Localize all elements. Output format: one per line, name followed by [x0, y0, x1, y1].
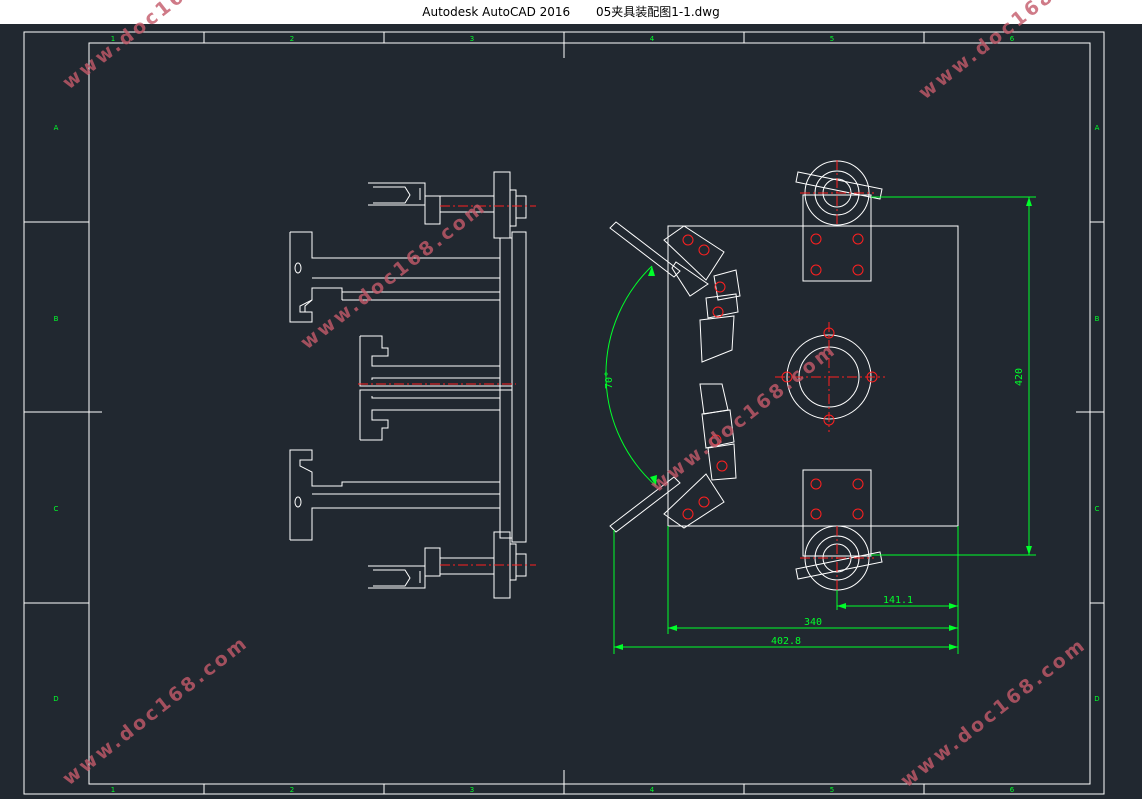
dimension-lines [605, 196, 1036, 654]
col-label: 2 [290, 786, 294, 794]
row-label: A [1095, 124, 1100, 132]
col-label: 6 [1010, 35, 1015, 43]
dim-width-total: 402.8 [771, 636, 801, 647]
col-label: 6 [1010, 786, 1015, 794]
column-labels-top: 1 2 3 4 5 6 [111, 35, 1015, 43]
row-labels-right: A B C D [1094, 124, 1099, 703]
dim-angle: 70° [604, 371, 615, 389]
bolt-holes [682, 233, 878, 520]
file-name: 05夹具装配图1-1.dwg [596, 5, 720, 19]
row-label: B [1095, 315, 1100, 323]
row-label: B [54, 315, 59, 323]
row-labels-left: A B C D [53, 124, 58, 703]
side-view-centerlines [358, 205, 536, 566]
col-label: 5 [830, 35, 834, 43]
dim-height: 420 [1014, 368, 1025, 386]
dim-width-inner: 340 [804, 617, 822, 628]
dimension-texts: 70° 420 141.1 340 402.8 [604, 368, 1025, 647]
col-label: 2 [290, 35, 294, 43]
plan-view-centerlines [775, 160, 885, 592]
dimension-arrows [614, 197, 1032, 650]
col-label: 4 [650, 786, 655, 794]
row-label: C [54, 505, 59, 513]
drawing-frame [23, 31, 1105, 795]
col-label: 1 [111, 786, 115, 794]
row-label: C [1095, 505, 1100, 513]
column-labels-bottom: 1 2 3 4 5 6 [111, 786, 1015, 794]
row-label: D [1094, 695, 1099, 703]
title-bar: Autodesk AutoCAD 2016 05夹具装配图1-1.dwg [0, 0, 1142, 24]
col-label: 1 [111, 35, 115, 43]
col-label: 3 [470, 35, 474, 43]
app-title: Autodesk AutoCAD 2016 [422, 5, 571, 19]
col-label: 4 [650, 35, 655, 43]
col-label: 5 [830, 786, 834, 794]
col-label: 3 [470, 786, 474, 794]
drawing-canvas[interactable]: 1 2 3 4 5 6 1 2 3 4 5 6 A B C D A B C D [0, 24, 1142, 799]
row-label: D [53, 695, 58, 703]
dim-width-partial: 141.1 [883, 595, 913, 606]
row-label: A [54, 124, 59, 132]
side-view[interactable] [289, 171, 527, 599]
